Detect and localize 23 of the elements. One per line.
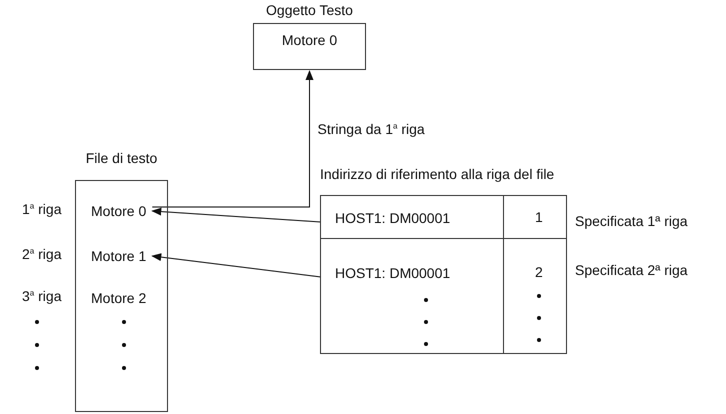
edge-label: Stringa da 1$^{a}$ riga xyxy=(318,120,425,136)
arrow xyxy=(151,253,322,278)
row-number: 1 xyxy=(535,209,543,225)
box-value-text: Motore 0 xyxy=(280,32,338,48)
row-label: 2$^{a}$ riga xyxy=(22,246,62,262)
row-number: 2 xyxy=(535,264,543,280)
row-label: 1$^{a}$ riga xyxy=(22,201,62,217)
text-object-box xyxy=(253,23,366,70)
file-line-text: Motore 1 xyxy=(91,248,146,264)
side-note: Specificata 1ª riga xyxy=(575,213,688,229)
address-cell-text: HOST1: DM00001 xyxy=(335,210,450,226)
text-file-box xyxy=(75,180,168,412)
arrow xyxy=(151,208,322,222)
address-table xyxy=(320,195,567,354)
file-line-text: Motore 0 xyxy=(91,203,146,219)
box-heading: File di testo xyxy=(84,150,158,166)
box-heading: Oggetto Testo xyxy=(265,2,354,18)
side-note: Specificata 2ª riga xyxy=(575,262,688,278)
arrow xyxy=(152,70,314,208)
box-heading: Indirizzo di riferimento alla riga del file xyxy=(320,166,556,182)
row-label: 3$^{a}$ riga xyxy=(22,288,62,304)
file-line-text: Motore 2 xyxy=(91,290,146,306)
address-cell-text: HOST1: DM00001 xyxy=(335,265,450,281)
